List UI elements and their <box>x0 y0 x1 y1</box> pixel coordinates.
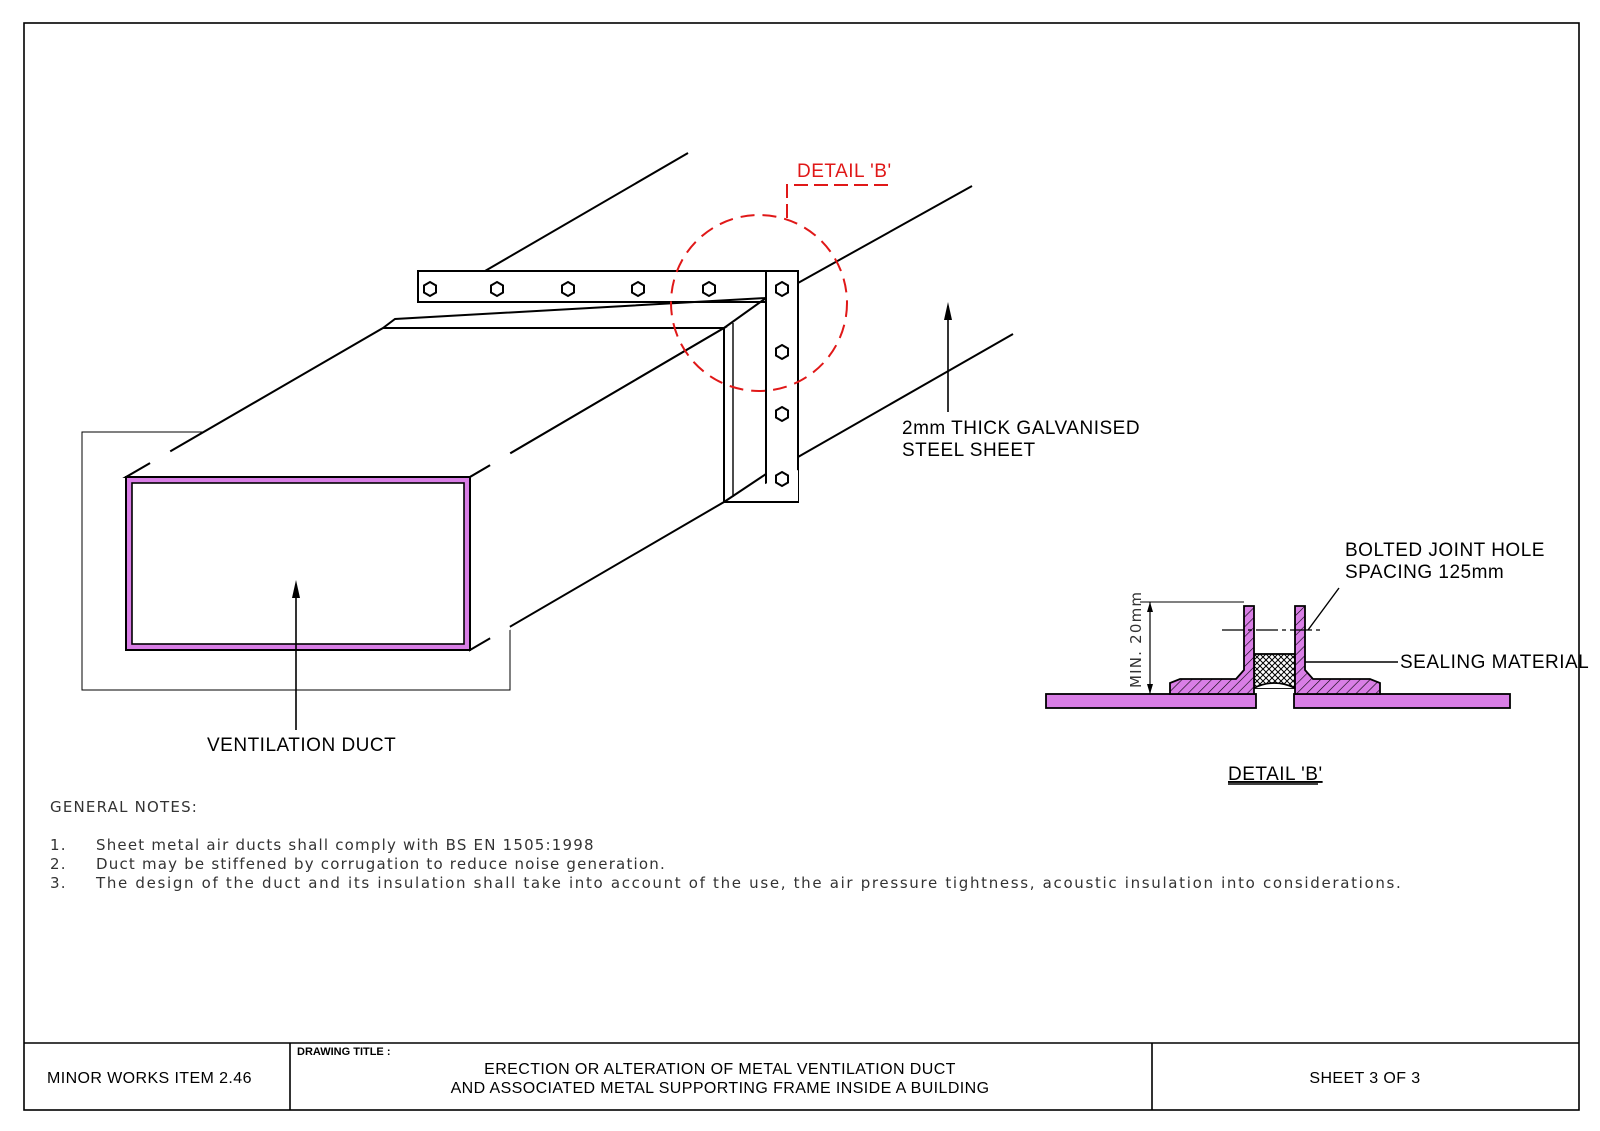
duct-isometric <box>81 152 1014 691</box>
bolt-icon <box>775 343 789 361</box>
sheet-number: SHEET 3 OF 3 <box>1309 1070 1420 1087</box>
bolt-icon <box>775 405 789 423</box>
arrow-icon <box>292 580 300 598</box>
duct-leader <box>292 580 300 730</box>
item-number: MINOR WORKS ITEM 2.46 <box>47 1070 252 1087</box>
bolted-joint-label-2: SPACING 125mm <box>1345 562 1504 583</box>
arrow-icon <box>1147 684 1153 694</box>
duct-opening <box>131 482 465 645</box>
duct-sheet-left <box>1045 693 1257 709</box>
bolt-icon <box>490 280 504 298</box>
bolt-icon <box>631 280 645 298</box>
detail-callout-label: DETAIL 'B' <box>797 161 892 182</box>
note-text-2: Duct may be stiffened by corrugation to … <box>96 855 666 873</box>
arrow-icon <box>944 302 952 320</box>
drawing-title-label: DRAWING TITLE : <box>297 1046 391 1058</box>
note-text-1: Sheet metal air ducts shall comply with … <box>96 836 595 854</box>
detail-b-marker <box>670 184 890 392</box>
bolted-joint-label: BOLTED JOINT HOLE <box>1345 540 1545 561</box>
note-number-3: 3. <box>50 874 67 892</box>
duct-sheet-right <box>1293 693 1511 709</box>
flange-bolts <box>423 280 789 488</box>
detail-title: DETAIL 'B' <box>1228 764 1323 785</box>
title-block <box>24 1042 1579 1110</box>
detail-b-section <box>1045 587 1511 709</box>
sealing-label: SEALING MATERIAL <box>1400 652 1589 673</box>
bolt-icon <box>775 470 789 488</box>
duct-label: VENTILATION DUCT <box>207 735 396 756</box>
bolt-icon <box>561 280 575 298</box>
steel-sheet-label: 2mm THICK GALVANISED <box>902 418 1140 439</box>
arrow-icon <box>1147 602 1153 612</box>
note-number-1: 1. <box>50 836 67 854</box>
drawing-title-line-1: ERECTION OR ALTERATION OF METAL VENTILAT… <box>484 1061 956 1078</box>
note-number-2: 2. <box>50 855 67 873</box>
bolt-icon <box>702 280 716 298</box>
angle-right <box>1294 605 1381 695</box>
steel-sheet-leader <box>944 302 952 412</box>
steel-sheet-label-2: STEEL SHEET <box>902 440 1036 461</box>
angle-left <box>1169 605 1255 695</box>
bolt-icon <box>423 280 437 298</box>
sheet-border <box>23 22 1580 1111</box>
drawing-title-line-2: AND ASSOCIATED METAL SUPPORTING FRAME IN… <box>451 1080 990 1097</box>
bolt-icon <box>775 280 789 298</box>
note-text-3: The design of the duct and its insulatio… <box>95 874 1402 892</box>
notes-heading: GENERAL NOTES: <box>50 798 198 816</box>
min-dimension-label: MIN. 20mm <box>1127 591 1145 688</box>
